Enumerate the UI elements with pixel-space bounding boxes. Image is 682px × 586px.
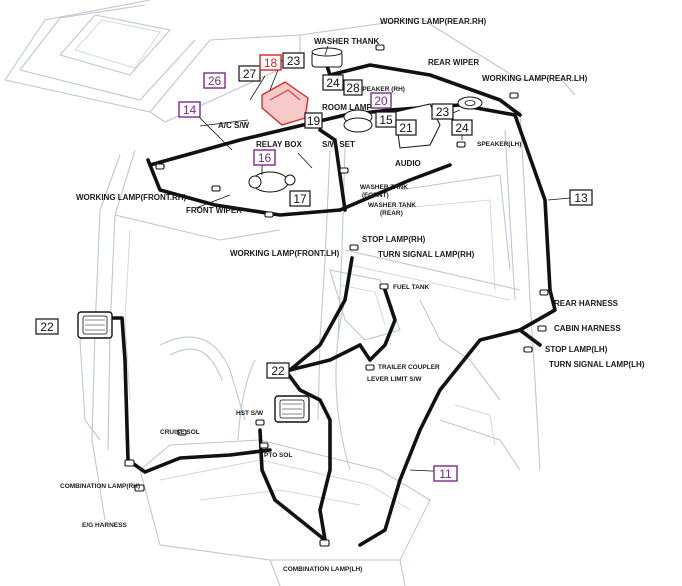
- callout-11: 11: [433, 465, 458, 482]
- components: [77, 47, 483, 423]
- svg-text:28: 28: [346, 81, 360, 95]
- svg-text:22: 22: [40, 320, 54, 334]
- callout-18: 18: [259, 54, 282, 71]
- callout-boxes: 26 27 18 23 14 24 28 20 23 19 15 21 24 1…: [35, 52, 593, 482]
- label-sw-set: S/W SET: [322, 140, 355, 149]
- label-combination-lamp-rh: COMBINATION LAMP(RH): [60, 483, 140, 490]
- cabin-outline: [4, 0, 576, 586]
- svg-text:21: 21: [399, 121, 413, 135]
- room-lamp-unit: [343, 109, 373, 133]
- svg-text:24: 24: [455, 121, 469, 135]
- label-front-wiper: FRONT WIPER: [186, 206, 242, 215]
- callout-13: 13: [569, 189, 593, 206]
- label-stop-lamp-lh: STOP LAMP(LH): [545, 345, 608, 354]
- label-speaker-lh: SPEAKER(LH): [477, 141, 521, 148]
- speaker-unit: [457, 96, 483, 110]
- label-fuel-tank: FUEL TANK: [393, 284, 430, 291]
- callout-21: 21: [395, 119, 417, 136]
- label-washer-thank: WASHER THANK: [314, 37, 380, 46]
- label-pto-sol: PTO SOL: [264, 452, 292, 459]
- label-working-lamp-rear-lh: WORKING LAMP(REAR.LH): [482, 74, 588, 83]
- label-trailer-coupler: TRAILER COUPLER: [378, 364, 440, 371]
- svg-text:19: 19: [307, 114, 321, 128]
- callout-17: 17: [289, 190, 311, 207]
- label-room-lamp: ROOM LAMP: [322, 103, 372, 112]
- svg-text:23: 23: [287, 54, 301, 68]
- label-washer-tank-rear: WASHER TANK(REAR): [368, 202, 416, 217]
- label-relay-box: RELAY BOX: [256, 140, 302, 149]
- svg-text:16: 16: [258, 151, 272, 165]
- callout-20: 20: [370, 92, 392, 109]
- label-eg-harness: E/G HARNESS: [82, 522, 127, 529]
- svg-text:18: 18: [264, 56, 278, 70]
- label-hst-sw: HST S/W: [236, 410, 264, 417]
- washer-tank-unit: [311, 47, 343, 68]
- svg-text:26: 26: [208, 74, 222, 88]
- svg-text:22: 22: [271, 364, 285, 378]
- label-working-lamp-front-lh: WORKING LAMP(FRONT.LH): [230, 249, 340, 258]
- callout-15: 15: [375, 111, 397, 128]
- combination-lamp-left-unit: [77, 311, 113, 339]
- callout-27: 27: [238, 65, 261, 82]
- label-cabin-harness: CABIN HARNESS: [554, 324, 621, 333]
- svg-text:24: 24: [326, 76, 340, 90]
- wiring-harness: [93, 58, 557, 547]
- label-combination-lamp-lh: COMBINATION LAMP(LH): [283, 566, 362, 573]
- label-rear-harness: REAR HARNESS: [554, 299, 619, 308]
- svg-text:13: 13: [574, 191, 588, 205]
- label-turn-signal-lamp-rh: TURN SIGNAL LAMP(RH): [378, 250, 475, 259]
- callout-24-center: 24: [322, 74, 344, 91]
- callout-16: 16: [253, 149, 276, 166]
- callout-23-right: 23: [431, 103, 454, 120]
- label-rear-wiper: REAR WIPER: [428, 58, 479, 67]
- label-ac-sw: A/C S/W: [218, 121, 250, 130]
- label-lever-limit-sw: LEVER LIMIT S/W: [367, 376, 422, 383]
- callout-22-center: 22: [266, 362, 290, 379]
- callout-23-top: 23: [282, 52, 305, 69]
- callout-24-right: 24: [451, 119, 473, 136]
- callout-22-left: 22: [35, 318, 59, 335]
- label-working-lamp-rear-rh: WORKING LAMP(REAR.RH): [380, 17, 487, 26]
- svg-text:20: 20: [374, 94, 388, 108]
- svg-text:11: 11: [439, 467, 452, 481]
- svg-text:27: 27: [243, 67, 257, 81]
- svg-text:23: 23: [436, 105, 450, 119]
- label-stop-lamp-rh: STOP LAMP(RH): [362, 235, 426, 244]
- svg-text:15: 15: [379, 113, 393, 127]
- svg-text:17: 17: [293, 192, 307, 206]
- label-cruise-sol: CRUISE SOL: [160, 429, 200, 436]
- front-wiper-motor: [248, 171, 296, 193]
- working-lamp-center-unit: [274, 395, 310, 423]
- label-audio: AUDIO: [395, 159, 421, 168]
- connectors: [124, 44, 549, 547]
- callout-26: 26: [203, 72, 226, 89]
- callout-28: 28: [343, 79, 363, 96]
- label-turn-signal-lamp-lh: TURN SIGNAL LAMP(LH): [549, 360, 645, 369]
- relay-box-highlight: [261, 81, 309, 126]
- label-washer-tank-fornt: WASHER TANK(FORNT): [360, 184, 408, 199]
- audio-unit: [394, 103, 441, 149]
- callout-19: 19: [304, 112, 323, 129]
- component-labels: WORKING LAMP(REAR.RH) WASHER THANK REAR …: [60, 17, 645, 573]
- svg-text:14: 14: [183, 103, 197, 117]
- label-working-lamp-front-rh: WORKING LAMP(FRONT.RH): [76, 193, 187, 202]
- label-speaker-rh: SPEAKER (RH): [358, 86, 405, 93]
- callout-14: 14: [178, 101, 201, 118]
